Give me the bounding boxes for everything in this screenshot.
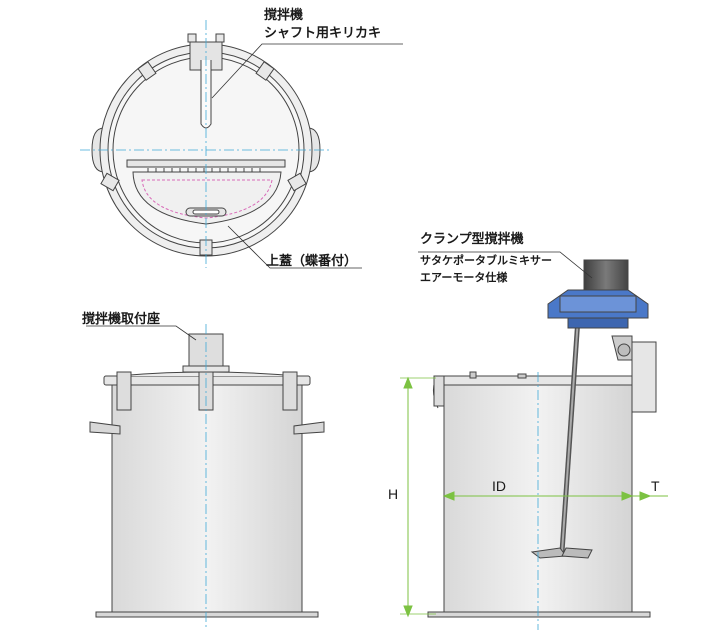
dim-height-label: H [388,486,399,502]
clamp-mixer-leader [418,251,593,279]
front-view-left [89,333,325,618]
left-tank-body [111,383,303,613]
clamp-mixer-label-1: クランプ型撹拌機 [420,232,524,247]
left-base-plate [95,611,319,618]
shaft-hole-label-2: シャフト用キリカキ [264,26,382,41]
dim-thickness-label: T [651,478,660,494]
clamp-mixer-label-2: サタケポータブルミキサー [420,254,552,267]
dimension-lines [400,376,668,618]
left-handle-side [89,421,121,435]
clamp-bracket [631,341,657,413]
shaft-hole-label-1: 撹拌機 [264,8,304,23]
top-leaders [211,43,403,269]
lid-gasket [141,179,273,219]
right-handle-side [293,421,325,435]
clamp-mixer-label-3: エアーモータ仕様 [420,271,508,284]
mount-seat-label: 撹拌機取付座 [82,312,161,327]
mount-seat-leader [86,325,197,341]
top-view-centerlines [80,20,332,268]
dim-id-label: ID [492,478,506,494]
impeller-right [561,547,593,559]
front-view-right [427,259,657,618]
lid-label: 上蓋（蝶番付） [266,254,358,269]
right-base-plate [427,611,651,618]
